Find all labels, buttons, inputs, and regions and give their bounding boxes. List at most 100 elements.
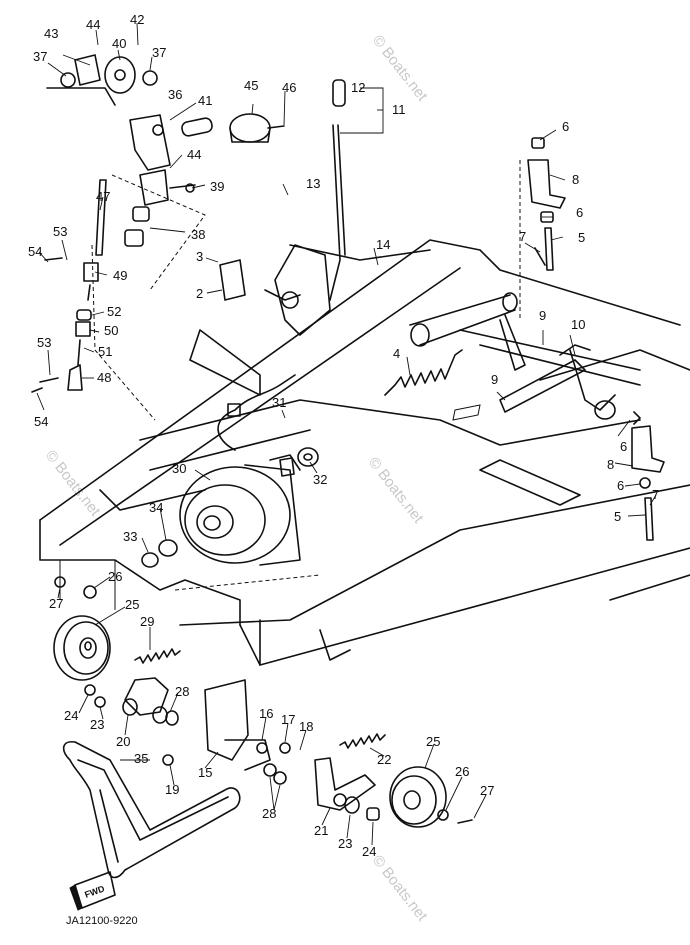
label-part-53-upper: 53 [53,224,67,239]
label-part-27-right: 27 [480,783,494,798]
label-part-26-left: 26 [108,569,122,584]
part-labels: 2 3 4 5 5 6 6 6 6 7 7 8 8 9 9 10 11 12 1… [28,12,659,859]
drawing-code: JA12100-9220 [66,915,138,927]
lever-rod [329,79,346,301]
label-part-24-left: 24 [64,708,78,723]
label-part-35: 35 [134,751,148,766]
label-part-10: 10 [571,317,585,332]
label-part-26-right: 26 [455,764,469,779]
watermark-center: © Boats.net [365,454,427,527]
label-part-5-lower: 5 [614,509,621,524]
watermark-top-right: © Boats.net [369,32,431,105]
center-bracket [162,679,291,785]
watermark-bottom: © Boats.net [369,852,431,925]
label-part-28-left: 28 [175,684,189,699]
label-part-25-left: 25 [125,597,139,612]
pedal-shaft-assembly [409,292,641,420]
electric-clutch [179,374,301,566]
label-part-6-lower: 6 [617,478,624,493]
label-part-49: 49 [113,268,127,283]
label-part-9-upper: 9 [539,308,546,323]
label-part-41: 41 [198,93,212,108]
v-belt [62,740,241,879]
label-part-6-right: 6 [620,439,627,454]
label-part-22: 22 [377,752,391,767]
group-boundaries [91,160,521,591]
label-part-29: 29 [140,614,154,629]
label-part-37-left: 37 [33,49,47,64]
idler-arm-left [84,677,179,726]
leader-lines [36,22,657,846]
label-part-17: 17 [281,712,295,727]
linkage-rod [31,179,107,393]
spring-29 [134,648,181,664]
label-part-39: 39 [210,179,224,194]
label-part-7-upper: 7 [519,229,526,244]
label-part-28-right: 28 [262,806,276,821]
label-part-54-lower: 54 [34,414,48,429]
label-part-43: 43 [44,26,58,41]
label-part-42: 42 [130,12,144,27]
label-part-5-upper: 5 [578,230,585,245]
label-part-8-upper: 8 [572,172,579,187]
label-part-44-top: 44 [86,17,100,32]
clutch-spacers [141,447,319,568]
label-part-25-right: 25 [426,734,440,749]
label-part-9-lower: 9 [491,372,498,387]
lever-bracket [219,244,331,336]
label-part-23-left: 23 [90,717,104,732]
label-part-31: 31 [272,395,286,410]
label-part-20: 20 [116,734,130,749]
label-part-32: 32 [313,472,327,487]
label-part-16: 16 [259,706,273,721]
label-part-11: 11 [392,102,406,117]
label-part-12: 12 [351,80,365,95]
label-part-27-left: 27 [49,596,63,611]
label-part-23-right: 23 [338,836,352,851]
label-part-3: 3 [196,249,203,264]
label-part-33: 33 [123,529,137,544]
label-part-45: 45 [244,78,258,93]
spring-22 [339,733,386,749]
label-part-6-top: 6 [562,119,569,134]
pulley-right [389,766,473,828]
idler-arm-right [314,757,380,821]
label-part-44-mid: 44 [187,147,201,162]
label-part-47: 47 [96,189,110,204]
label-part-51: 51 [98,344,112,359]
label-part-6-mid: 6 [576,205,583,220]
label-part-54-upper: 54 [28,244,42,259]
label-part-53-lower: 53 [37,335,51,350]
pulley-left [53,576,111,681]
label-part-34: 34 [149,500,163,515]
right-pedal-arms-upper [527,137,566,271]
label-part-15: 15 [198,765,212,780]
label-part-13: 13 [306,176,320,191]
label-part-24-right: 24 [362,844,376,859]
frame-chassis [39,239,690,666]
label-part-50: 50 [104,323,118,338]
right-pedal-arms-lower [631,411,665,541]
forward-arrow-text: FWD [83,883,106,900]
label-part-14: 14 [376,237,390,252]
label-part-48: 48 [97,370,111,385]
label-part-40: 40 [112,36,126,51]
upper-left-bracket-group [46,54,213,247]
label-part-37-right: 37 [152,45,166,60]
forward-arrow: FWD [69,871,116,911]
label-part-8-lower: 8 [607,457,614,472]
label-part-18: 18 [299,719,313,734]
label-part-4: 4 [393,346,400,361]
tension-spring [384,349,463,396]
label-part-19: 19 [165,782,179,797]
label-part-36: 36 [168,87,182,102]
label-part-21: 21 [314,823,328,838]
label-part-30: 30 [172,461,186,476]
watermark-left: © Boats.net [42,447,104,520]
label-part-2: 2 [196,286,203,301]
label-part-46: 46 [282,80,296,95]
label-part-38: 38 [191,227,205,242]
label-part-7-lower: 7 [652,487,659,502]
label-part-52: 52 [107,304,121,319]
